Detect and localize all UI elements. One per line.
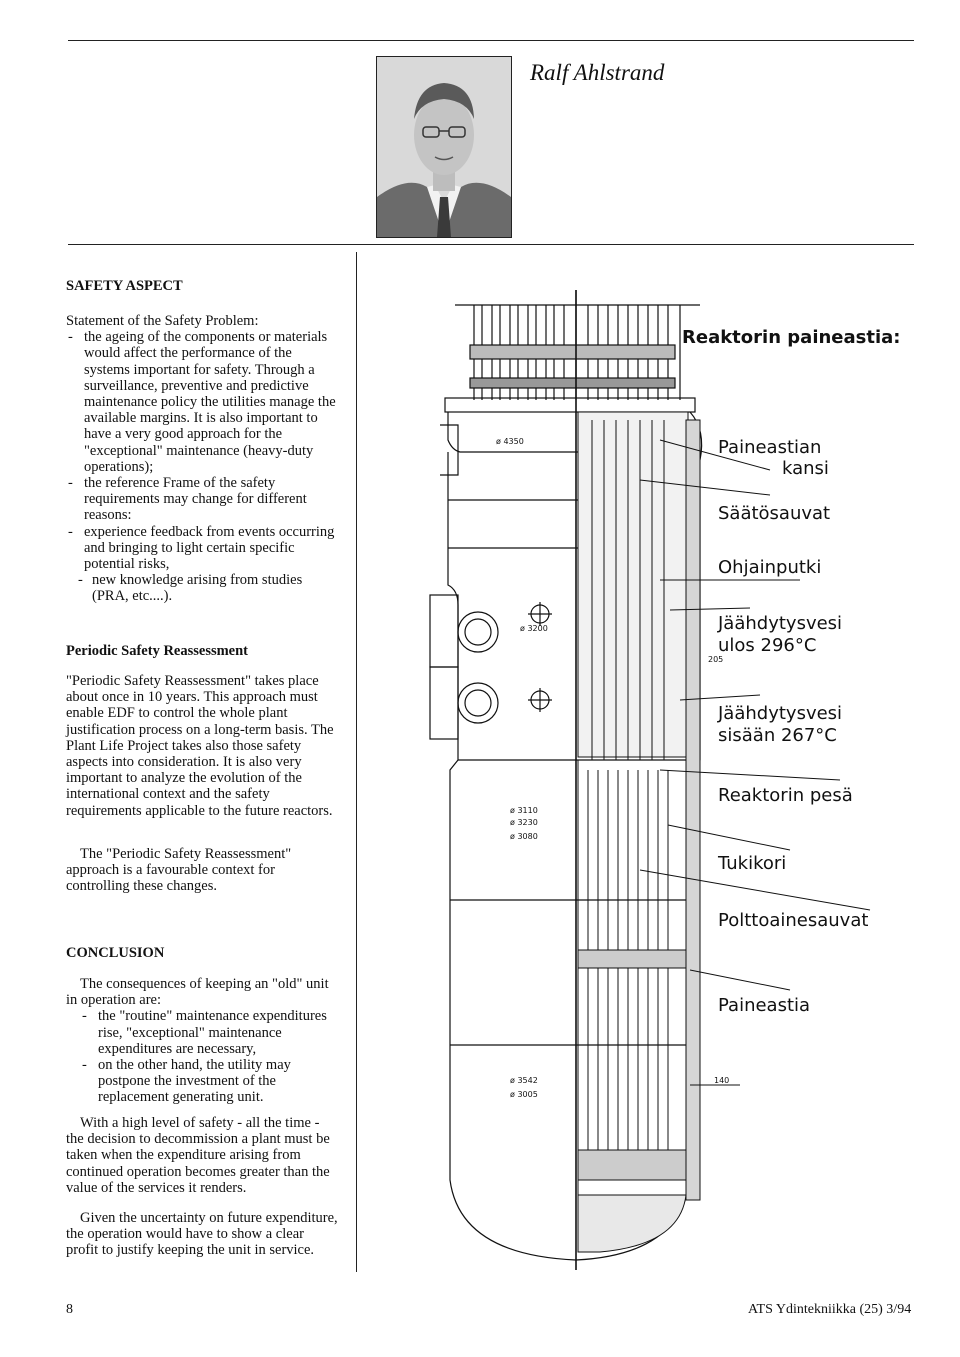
label-control-rods: Säätösauvat bbox=[718, 503, 831, 524]
dim-140: 140 bbox=[714, 1076, 730, 1085]
safety-body: Statement of the Safety Problem: the age… bbox=[66, 313, 338, 605]
conclusion-heading: CONCLUSION bbox=[66, 945, 165, 961]
conclusion-p2: With a high level of safety - all the ti… bbox=[66, 1115, 330, 1196]
safety-heading: SAFETY ASPECT bbox=[66, 278, 183, 294]
portrait-image bbox=[377, 57, 511, 237]
leader-lines bbox=[639, 439, 871, 1086]
dim-3110: ø 3110 bbox=[510, 806, 538, 815]
column-divider bbox=[356, 252, 357, 1272]
control-rod-drive-tubes bbox=[455, 290, 700, 400]
top-rule bbox=[68, 40, 914, 41]
dim-3542: ø 3542 bbox=[510, 1076, 538, 1085]
label-guide-tube: Ohjainputki bbox=[718, 557, 822, 578]
dim-3230: ø 3230 bbox=[510, 818, 538, 827]
author-photo bbox=[376, 56, 512, 238]
label-fuel-rods: Polttoainesauvat bbox=[718, 910, 869, 931]
dim-3200: ø 3200 bbox=[520, 624, 548, 633]
label-reactor-core-barrel: Reaktorin pesä bbox=[718, 785, 853, 806]
header-rule bbox=[68, 244, 914, 245]
conclusion-p3: Given the uncertainty on future expendit… bbox=[66, 1210, 338, 1259]
dim-4350: ø 4350 bbox=[496, 437, 524, 446]
inlet-nozzle bbox=[429, 666, 552, 740]
label-coolant-in-line2: sisään 267°C bbox=[718, 725, 837, 746]
dim-3005: ø 3005 bbox=[510, 1090, 538, 1099]
conclusion-body: The consequences of keeping an "old" uni… bbox=[66, 976, 338, 1106]
label-head-line1: Paineastian bbox=[718, 437, 822, 458]
safety-item-1: the ageing of the components or material… bbox=[66, 329, 338, 475]
conclusion-item-2: on the other hand, the utility may postp… bbox=[80, 1057, 338, 1106]
dim-3080: ø 3080 bbox=[510, 832, 538, 841]
label-pressure-vessel: Paineastia bbox=[718, 995, 811, 1016]
dim-205: 205 bbox=[708, 655, 724, 664]
safety-item-3: experience feedback from events occurrin… bbox=[66, 524, 338, 573]
conclusion-item-1: the "routine" maintenance expenditures r… bbox=[80, 1008, 338, 1057]
periodic-p1: "Periodic Safety Reassessment" takes pla… bbox=[66, 673, 334, 819]
periodic-p2: The "Periodic Safety Reassessment" appro… bbox=[66, 846, 292, 895]
safety-item-2: the reference Frame of the safety requir… bbox=[66, 475, 338, 524]
label-head-line2: kansi bbox=[782, 458, 829, 479]
vessel-shell bbox=[447, 452, 701, 1261]
conclusion-intro: The consequences of keeping an "old" uni… bbox=[66, 976, 329, 1009]
label-coolant-in-line1: Jäähdytysvesi bbox=[718, 703, 843, 724]
author-name: Ralf Ahlstrand bbox=[530, 60, 665, 85]
periodic-heading: Periodic Safety Reassessment bbox=[66, 643, 249, 659]
reactor-internals bbox=[577, 411, 701, 1253]
label-support-basket: Tukikori bbox=[718, 853, 787, 874]
page-number: 8 bbox=[66, 1302, 73, 1317]
safety-intro: Statement of the Safety Problem: bbox=[66, 313, 259, 329]
label-coolant-out-line1: Jäähdytysvesi bbox=[718, 613, 843, 634]
diagram-title: Reaktorin paineastia: bbox=[682, 327, 901, 348]
journal-citation: ATS Ydintekniikka (25) 3/94 bbox=[748, 1302, 912, 1317]
label-coolant-out-line2: ulos 296°C bbox=[718, 635, 817, 656]
safety-item-4: new knowledge arising from studies (PRA,… bbox=[66, 572, 338, 604]
vessel-head bbox=[440, 397, 703, 476]
